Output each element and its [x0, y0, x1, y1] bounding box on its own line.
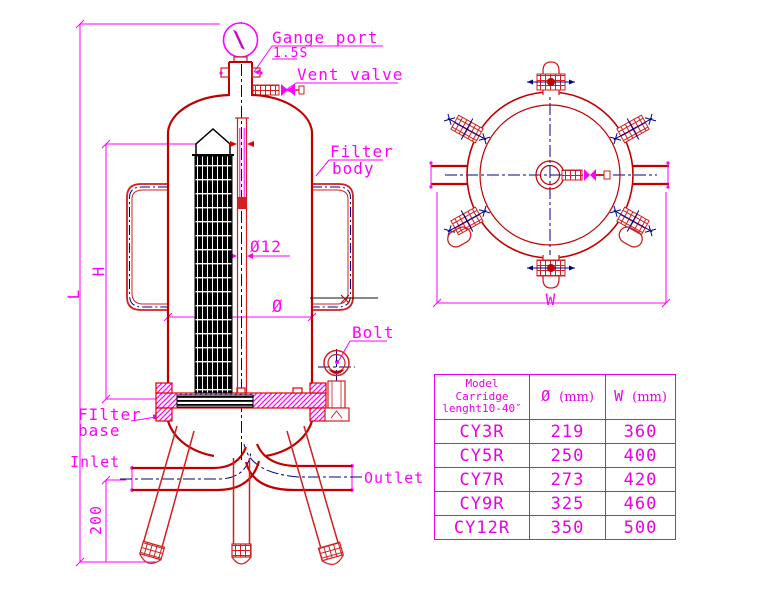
- table-header-model: Model Carridge lenght10-40″: [434, 374, 530, 420]
- handle-loop-sw: [447, 226, 472, 248]
- handle-loop-se: [618, 226, 643, 248]
- cell-width: 360: [605, 419, 676, 444]
- header-model-line1: Model: [465, 376, 499, 390]
- label-filter-base-1: FIlter: [78, 405, 142, 424]
- ear-dot-right: [259, 71, 263, 75]
- cell-width: 500: [605, 515, 676, 540]
- cell-diameter: 219: [529, 419, 606, 444]
- cell-model: CY3R: [434, 419, 530, 444]
- header-dia-symbol: Ø: [541, 387, 551, 406]
- table-row: CY12R 350 500: [434, 515, 676, 540]
- clamp-bottom: [527, 255, 575, 289]
- cell-diameter: 250: [529, 443, 606, 468]
- cell-diameter: 273: [529, 467, 606, 492]
- label-dim-H: H: [89, 266, 108, 277]
- clamp-top: [527, 61, 575, 95]
- label-filter-body-2: body: [332, 159, 375, 178]
- label-filter-body-1: Filter: [330, 142, 394, 161]
- label-gauge-port: Gange port: [272, 28, 378, 47]
- label-dim-200: 200: [87, 505, 105, 535]
- cell-model: CY7R: [434, 467, 530, 492]
- cell-width: 420: [605, 467, 676, 492]
- table-row: CY9R 325 460: [434, 491, 676, 516]
- dimension-W: [432, 192, 671, 308]
- table-header-row: Model Carridge lenght10-40″ Ø (mm) W (mm…: [434, 374, 676, 420]
- vessel-body: [132, 93, 352, 492]
- center-rod: [230, 117, 254, 393]
- label-rod-diameter: Ø12: [250, 237, 282, 256]
- label-dim-W: W: [546, 290, 557, 309]
- header-w-unit: (mm): [632, 390, 667, 406]
- cell-width: 460: [605, 491, 676, 516]
- table-row: CY3R 219 360: [434, 419, 676, 444]
- cell-diameter: 325: [529, 491, 606, 516]
- table-header-width: W (mm): [605, 374, 676, 420]
- left-handle: [126, 183, 168, 311]
- table-row: CY7R 273 420: [434, 467, 676, 492]
- crossing-mark: [340, 294, 350, 304]
- label-outlet: Outlet: [364, 469, 424, 487]
- header-w-symbol: W: [614, 387, 624, 406]
- header-model-line3: lenght10-40″: [442, 402, 522, 416]
- clamp-se: [605, 198, 661, 244]
- pipe-end-lines: [430, 163, 669, 187]
- table-header-diameter: Ø (mm): [529, 374, 606, 420]
- right-handle: [312, 183, 354, 311]
- label-inlet: Inlet: [70, 453, 120, 471]
- vent-valve-front: [252, 84, 305, 96]
- dimension-lines-front: [75, 19, 398, 567]
- header-dia-unit: (mm): [559, 390, 594, 406]
- centerlines-top: [445, 82, 657, 268]
- pipe-end-dots: [429, 161, 670, 189]
- cell-model: CY9R: [434, 491, 530, 516]
- cell-model: CY12R: [434, 515, 530, 540]
- label-dim-L: L: [64, 289, 83, 300]
- side-pipes-top: [431, 164, 669, 186]
- cell-diameter: 350: [529, 515, 606, 540]
- vent-valve-top: [561, 169, 611, 181]
- front-view: Gange port 1.5S Vent valve Filter body Ø…: [64, 19, 424, 567]
- clamp-nw: [439, 106, 495, 152]
- label-filter-base-2: base: [78, 421, 121, 440]
- header-model-line2: Carridge: [455, 389, 509, 403]
- model-dimensions-table: Model Carridge lenght10-40″ Ø (mm) W (mm…: [434, 374, 676, 540]
- ear-dot-left: [219, 71, 223, 75]
- label-vent-valve: Vent valve: [297, 65, 403, 84]
- label-gauge-port-size: 1.5S: [273, 46, 308, 61]
- cell-width: 400: [605, 443, 676, 468]
- cell-model: CY5R: [434, 443, 530, 468]
- spec-table: Model Carridge lenght10-40″ Ø (mm) W (mm…: [434, 374, 676, 540]
- filter-cartridge: [176, 127, 254, 408]
- label-bolt: Bolt: [352, 323, 395, 342]
- clamp-ne: [605, 106, 661, 152]
- top-view: W: [429, 61, 671, 309]
- eye-bolt: [323, 349, 350, 422]
- label-body-diameter: Ø: [272, 297, 283, 317]
- table-row: CY5R 250 400: [434, 443, 676, 468]
- pressure-gauge: [222, 22, 259, 63]
- support-legs: [139, 425, 344, 565]
